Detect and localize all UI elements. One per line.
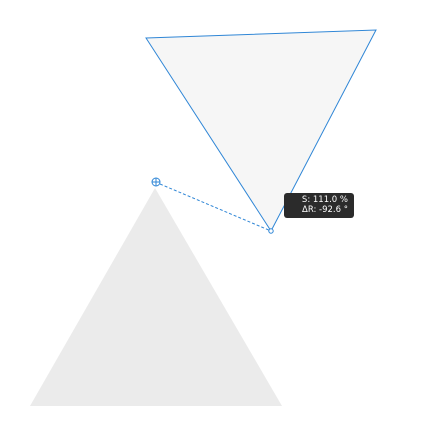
circle-handle-icon[interactable] [268,228,274,234]
crosshair-circle-icon[interactable] [151,177,161,187]
transform-readout-tooltip: S: 111.0 % ΔR: -92.6 ° [284,193,354,218]
scale-readout: S: 111.0 % [301,195,348,205]
rotation-readout: ΔR: -92.6 ° [302,205,348,215]
original-triangle-shape[interactable] [30,188,282,406]
transform-preview-triangle[interactable] [145,29,377,232]
rotation-guide-line [159,183,272,232]
